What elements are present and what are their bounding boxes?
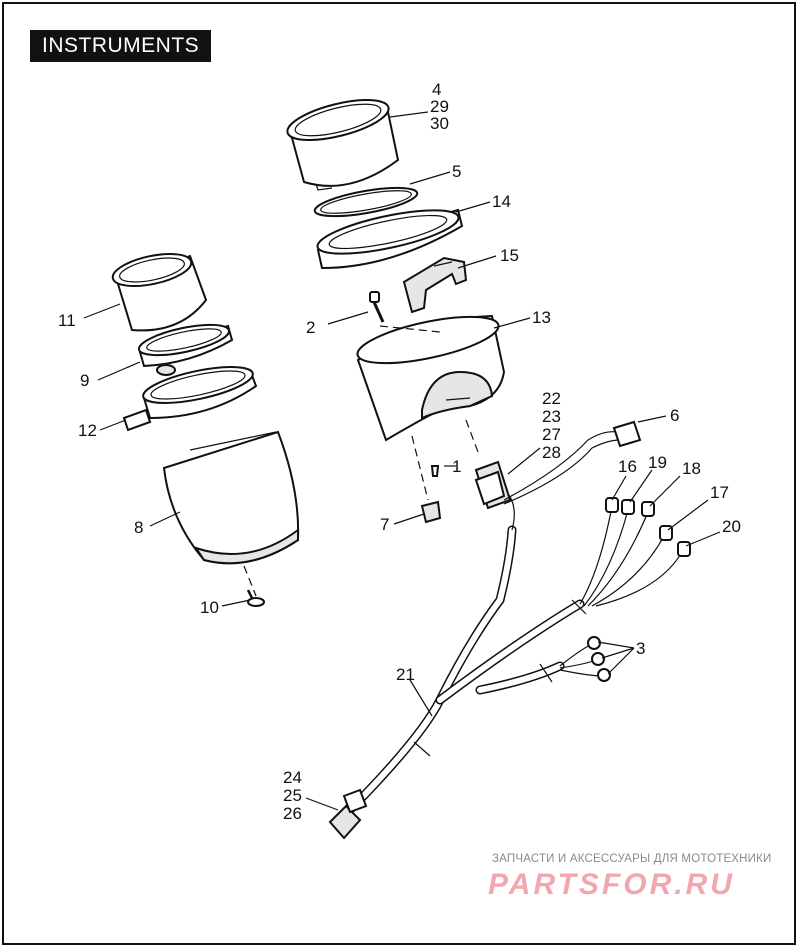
callout-3: 3 bbox=[636, 639, 645, 658]
part-bezel-ring bbox=[316, 208, 464, 270]
part-lamp-ring bbox=[137, 323, 234, 376]
callout-23: 23 bbox=[542, 407, 561, 426]
part-screw-10 bbox=[243, 565, 265, 607]
part-speedometer-cup bbox=[286, 99, 400, 191]
part-screw-2 bbox=[369, 291, 385, 323]
part-cover-shell bbox=[162, 430, 300, 565]
callout-19: 19 bbox=[648, 453, 667, 472]
part-small-screw-and-grommet bbox=[379, 325, 479, 524]
callout-9: 9 bbox=[80, 371, 89, 390]
callout-labels: 4 29 30 5 14 15 2 13 11 9 12 22 23 27 28… bbox=[58, 80, 741, 823]
callout-4: 4 bbox=[432, 80, 441, 99]
callout-18: 18 bbox=[682, 459, 701, 478]
callout-22: 22 bbox=[542, 389, 561, 408]
callout-17: 17 bbox=[710, 483, 729, 502]
callout-5: 5 bbox=[452, 162, 461, 181]
callout-10: 10 bbox=[200, 598, 219, 617]
part-lower-bezel bbox=[122, 366, 258, 432]
part-instrument-housing bbox=[356, 314, 506, 442]
watermark-brand: PARTSFOR.RU bbox=[488, 868, 735, 901]
callout-14: 14 bbox=[492, 192, 511, 211]
page-title: INSTRUMENTS bbox=[30, 30, 212, 62]
callout-27: 27 bbox=[542, 425, 561, 444]
part-mounting-bracket bbox=[402, 256, 468, 314]
callout-8: 8 bbox=[134, 518, 143, 537]
callout-16: 16 bbox=[618, 457, 637, 476]
callout-7: 7 bbox=[380, 515, 389, 534]
callout-24: 24 bbox=[283, 768, 302, 787]
callout-6: 6 bbox=[670, 406, 679, 425]
part-gasket-ring bbox=[313, 186, 419, 218]
part-wiring-harness bbox=[328, 420, 691, 840]
callout-30: 30 bbox=[430, 114, 449, 133]
callout-2: 2 bbox=[306, 318, 315, 337]
part-tachometer-cup bbox=[111, 252, 208, 332]
callout-21: 21 bbox=[396, 665, 415, 684]
callout-25: 25 bbox=[283, 786, 302, 805]
callout-11: 11 bbox=[58, 311, 76, 330]
callout-1: 1 bbox=[452, 457, 461, 476]
callout-20: 20 bbox=[722, 517, 741, 536]
callout-28: 28 bbox=[542, 443, 561, 462]
callout-15: 15 bbox=[500, 246, 519, 265]
leader-lines bbox=[83, 111, 721, 811]
callout-12: 12 bbox=[78, 421, 97, 440]
callout-13: 13 bbox=[532, 308, 551, 327]
callout-29: 29 bbox=[430, 97, 449, 116]
callout-26: 26 bbox=[283, 804, 302, 823]
watermark-tagline: ЗАПЧАСТИ И АКСЕССУАРЫ ДЛЯ МОТОТЕХНИКИ bbox=[492, 853, 772, 865]
